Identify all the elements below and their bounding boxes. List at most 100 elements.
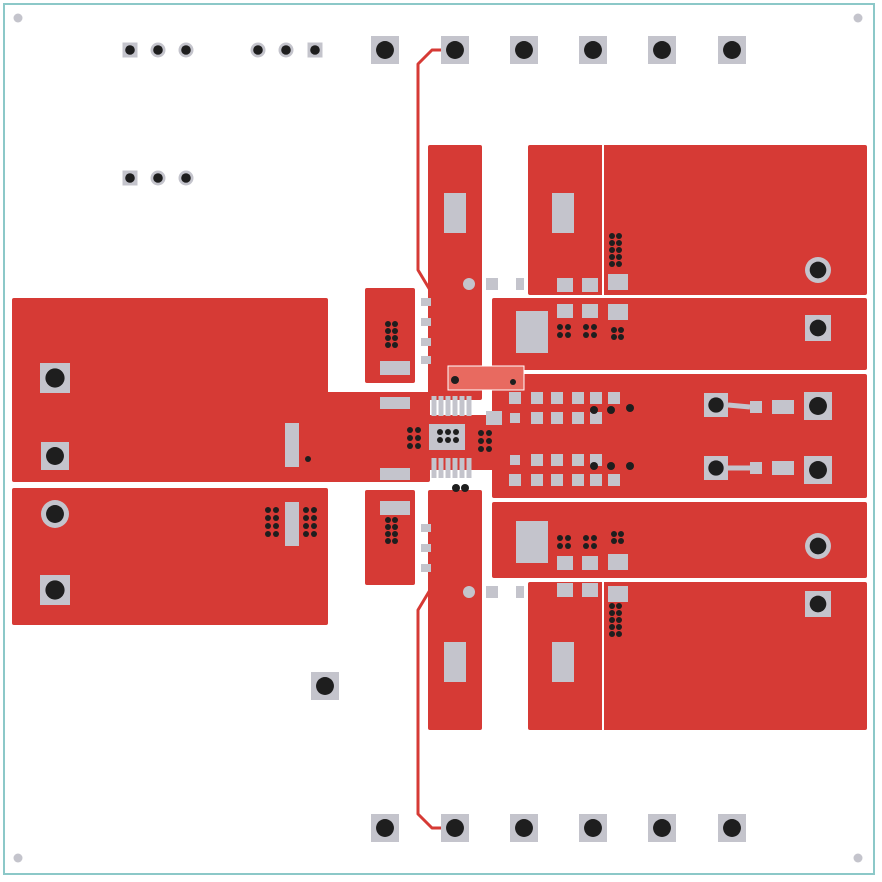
via [723,819,741,837]
via [407,443,413,449]
via [611,334,617,340]
via [609,617,615,623]
via [616,610,622,616]
smd-pad [444,642,466,682]
via [376,819,394,837]
smd-pad [452,396,458,416]
smd-pad [445,396,451,416]
smd-pad [429,424,465,450]
smd-pad [380,468,410,480]
via [461,484,469,492]
via [46,505,64,523]
via [609,631,615,637]
smd-pad [608,274,628,290]
smd-pad [551,474,563,486]
via [153,45,163,55]
via [392,335,398,341]
mounting-hole [853,13,863,23]
smd-pad [551,392,563,404]
smd-pad [582,278,598,292]
via [583,332,589,338]
via [618,327,624,333]
via [653,41,671,59]
via [609,610,615,616]
copper-pour [12,298,328,482]
smd-pad [431,458,437,478]
test-point [463,586,475,598]
smd-pad [466,458,472,478]
via [311,523,317,529]
smd-pad [608,474,620,486]
via [618,531,624,537]
via [303,515,309,521]
smd-pad [608,304,628,320]
copper-pours [12,145,867,730]
smd-pad [421,564,431,572]
smd-pad [608,392,620,404]
via [486,438,492,444]
via [584,819,602,837]
via [478,446,484,452]
via [453,437,459,443]
via [281,45,291,55]
via [316,677,334,695]
via [723,41,741,59]
via [486,430,492,436]
smd-pad [551,412,563,424]
copper-pour [12,488,328,625]
via [265,515,271,521]
via [407,435,413,441]
smd-pad [421,318,431,326]
smd-pad [466,396,472,416]
smd-pad [531,412,543,424]
smd-pad [750,462,762,474]
via [311,531,317,537]
via [809,319,827,337]
via [809,537,827,555]
via [590,462,598,470]
via [181,45,191,55]
mounting-hole [13,13,23,23]
via [392,328,398,334]
copper-pour [428,145,482,400]
via [392,321,398,327]
traces [416,48,751,830]
smd-pad [516,586,524,598]
smd-pad [438,396,444,416]
via [265,507,271,513]
smd-pad [509,392,521,404]
via [557,535,563,541]
via [392,517,398,523]
via [265,531,271,537]
via [565,543,571,549]
smd-pad [552,642,574,682]
via [45,368,65,388]
smd-pad [421,298,431,306]
smd-pad [486,278,498,290]
smd-pad [380,397,410,409]
via [618,538,624,544]
copper-pour [428,490,482,730]
via [273,507,279,513]
smd-pad [582,583,598,597]
via [708,460,724,476]
via [616,603,622,609]
smd-pad [438,458,444,478]
trace [727,402,751,410]
via [616,261,622,267]
via [616,254,622,260]
via [437,437,443,443]
via [273,523,279,529]
smd-pad [551,454,563,466]
smd-pad [557,304,573,318]
hatched-keepout [447,365,525,391]
via [125,45,135,55]
smd-pad [552,193,574,233]
via [303,523,309,529]
smd-pad [572,474,584,486]
via [415,435,421,441]
smd-pad [590,412,602,424]
smd-pad [459,458,465,478]
via [453,429,459,435]
